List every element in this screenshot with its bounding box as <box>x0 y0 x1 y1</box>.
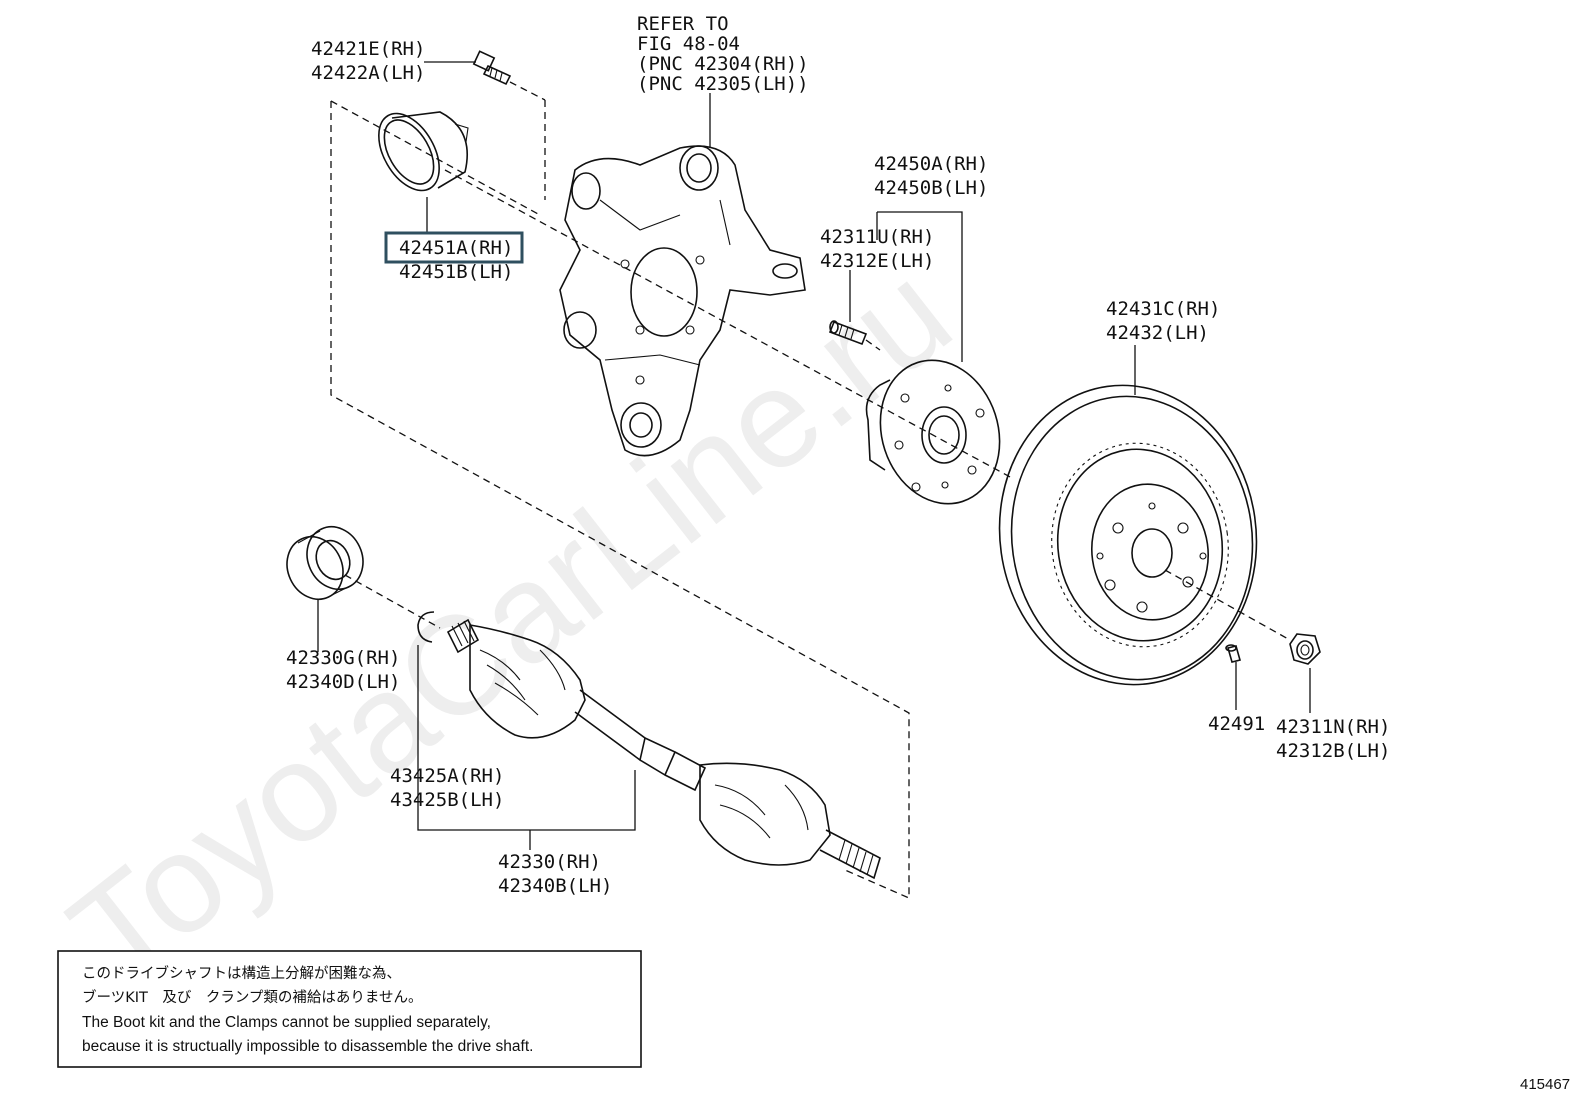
label-disc-lh[interactable]: 42432(LH) <box>1106 322 1209 344</box>
axis-line-hubbolt <box>865 339 881 351</box>
refer-line2: FIG 48-04 <box>637 33 740 55</box>
knuckle-bolt-part <box>472 50 512 86</box>
label-clip-lh[interactable]: 43425B(LH) <box>390 789 504 811</box>
plug-part <box>1225 644 1241 663</box>
label-plug[interactable]: 42491 <box>1208 713 1265 735</box>
label-clip-rh[interactable]: 43425A(RH) <box>390 765 504 787</box>
drive-shaft-part <box>446 618 881 880</box>
assembly-outline-top <box>330 100 541 216</box>
refer-line1: REFER TO <box>637 13 729 35</box>
assembly-outline <box>330 101 910 899</box>
leader-clip <box>417 645 636 831</box>
label-bolt-lh[interactable]: 42422A(LH) <box>311 62 425 84</box>
oil-seal-part <box>286 526 364 600</box>
refer-line3: (PNC 42304(RH)) <box>637 53 809 75</box>
hub-bolt-part <box>828 320 868 346</box>
refer-line4: (PNC 42305(LH)) <box>637 73 809 95</box>
label-disc-rh[interactable]: 42431C(RH) <box>1106 298 1220 320</box>
brake-disc-part <box>998 384 1258 686</box>
figure-number: 415467 <box>1520 1076 1570 1093</box>
label-shaft-lh[interactable]: 42340B(LH) <box>498 875 612 897</box>
hub-bearing-part <box>865 359 1001 505</box>
label-oilseal-rh[interactable]: 42330G(RH) <box>286 647 400 669</box>
note-jp-line2: ブーツKIT 及び クランプ類の補給はありません。 <box>82 988 422 1006</box>
label-hubbolt-rh[interactable]: 42311U(RH) <box>820 226 934 248</box>
label-oilseal-lh[interactable]: 42340D(LH) <box>286 671 400 693</box>
label-hub-lh[interactable]: 42450B(LH) <box>874 177 988 199</box>
axis-line-shaft <box>344 574 441 629</box>
note-en-line2: because it is structually impossible to … <box>82 1038 533 1055</box>
note-en-line1: The Boot kit and the Clamps cannot be su… <box>82 1014 491 1031</box>
leader-hub <box>877 211 963 362</box>
dust-seal-part <box>378 111 469 192</box>
label-seal-lh[interactable]: 42451B(LH) <box>399 261 513 283</box>
axis-line-bolt <box>509 81 546 101</box>
label-bolt-rh[interactable]: 42421E(RH) <box>311 38 425 60</box>
note-jp-line1: このドライブシャフトは構造上分解が困難な為、 <box>82 964 401 982</box>
label-hubbolt-lh[interactable]: 42312E(LH) <box>820 250 934 272</box>
label-nut-rh[interactable]: 42311N(RH) <box>1276 716 1390 738</box>
label-shaft-rh[interactable]: 42330(RH) <box>498 851 601 873</box>
highlight-box <box>384 231 524 264</box>
note-box <box>57 950 642 1068</box>
steering-knuckle-part <box>559 145 806 457</box>
label-nut-lh[interactable]: 42312B(LH) <box>1276 740 1390 762</box>
circlip-part <box>417 611 435 643</box>
label-seal-rh[interactable]: 42451A(RH) <box>399 237 513 259</box>
label-hub-rh[interactable]: 42450A(RH) <box>874 153 988 175</box>
hub-nut-part <box>1289 633 1321 665</box>
